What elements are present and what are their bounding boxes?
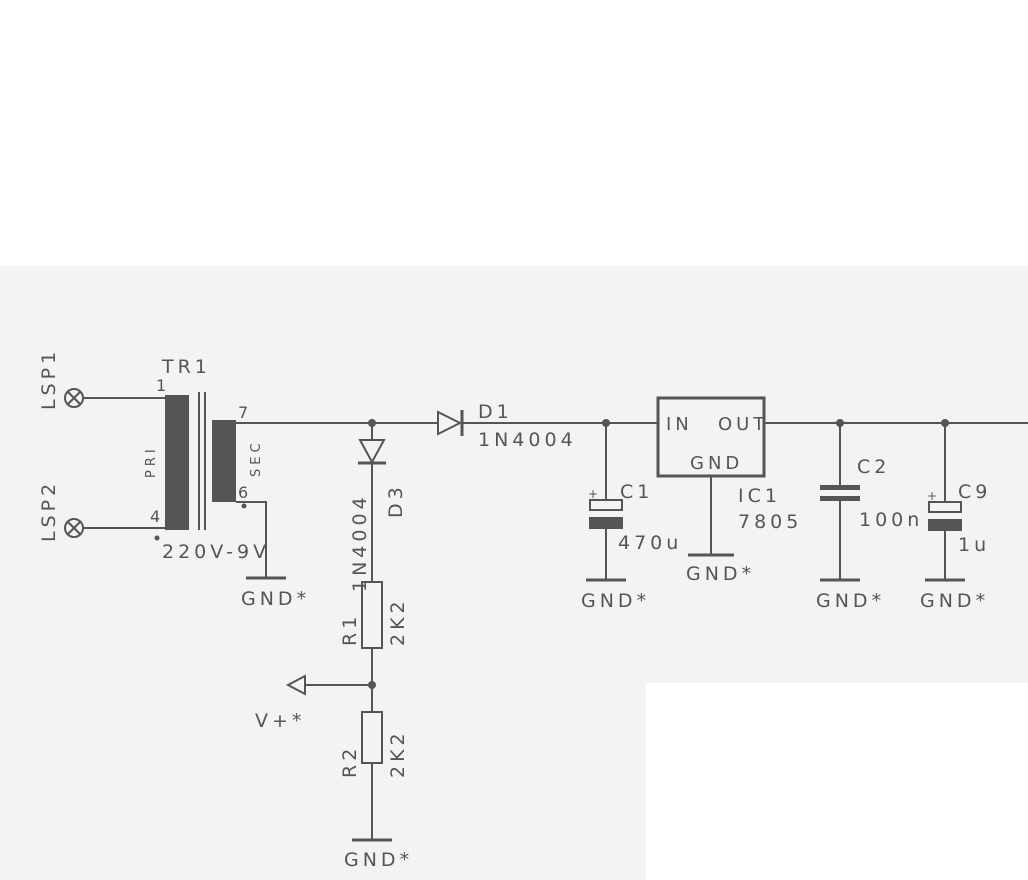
wires <box>236 422 1028 840</box>
ic1-part: 7805 <box>738 511 802 533</box>
r2-value: 2K2 <box>387 729 409 778</box>
tr1-pin6: 6 <box>238 483 252 502</box>
tr1-rating: 220V-9V <box>162 541 270 563</box>
transformer-tr1 <box>154 392 247 541</box>
c2-label: C2 <box>857 456 890 478</box>
schematic-diagram: LSP1 LSP2 TR1 1 4 7 6 PRI SEC 220V-9V <box>0 266 1028 880</box>
ic1-in-pin: IN <box>666 414 693 435</box>
c9-plus: + <box>927 489 941 503</box>
gnd-label-transformer: GND* <box>241 588 310 610</box>
regulator-ic1 <box>656 396 766 478</box>
lsp1-label: LSP1 <box>38 348 60 410</box>
gnd-label-c2: GND* <box>816 590 885 612</box>
blank-area <box>646 683 1028 880</box>
ground-bars <box>246 553 965 842</box>
r2-label: R2 <box>339 745 361 778</box>
c2-value: 100n <box>859 509 923 531</box>
tr1-pin1: 1 <box>156 376 170 395</box>
diode-d3 <box>358 439 386 465</box>
vplus-port-arrow <box>285 674 306 696</box>
d1-label: D1 <box>478 401 513 423</box>
tr1-pin4: 4 <box>150 507 164 526</box>
c1-plus: + <box>588 487 602 501</box>
d3-part: 1N4004 <box>349 493 371 592</box>
d3-label: D3 <box>385 483 407 518</box>
capacitor-c9 <box>928 501 962 531</box>
capacitor-c2 <box>820 485 860 501</box>
resistor-r2 <box>361 711 383 764</box>
resistor-r1 <box>361 581 383 649</box>
gnd-label-c9: GND* <box>920 590 989 612</box>
tr1-pin7: 7 <box>238 403 252 422</box>
ic1-out-pin: OUT <box>718 414 768 435</box>
tr1-label: TR1 <box>161 356 211 378</box>
connector-lsp2 <box>64 518 165 538</box>
c1-label: C1 <box>620 481 653 503</box>
c9-value: 1u <box>958 534 990 556</box>
ic1-label: IC1 <box>738 485 781 507</box>
vplus-label: V+* <box>255 710 305 732</box>
r1-label: R1 <box>339 613 361 646</box>
junction-dots <box>368 419 949 689</box>
connector-lsp1 <box>64 388 165 408</box>
tr1-pri-label: PRI <box>144 445 159 478</box>
ic1-gnd-pin: GND <box>690 453 743 474</box>
c9-label: C9 <box>958 481 991 503</box>
gnd-label-r2: GND* <box>344 849 413 871</box>
lsp2-label: LSP2 <box>38 480 60 542</box>
capacitor-c1 <box>589 499 623 529</box>
d1-part: 1N4004 <box>478 429 577 451</box>
c1-value: 470u <box>618 532 682 554</box>
diode-d1 <box>437 410 464 436</box>
gnd-label-c1: GND* <box>581 590 650 612</box>
tr1-sec-label: SEC <box>249 439 264 477</box>
gnd-label-ic1: GND* <box>686 563 755 585</box>
r1-value: 2K2 <box>387 597 409 646</box>
